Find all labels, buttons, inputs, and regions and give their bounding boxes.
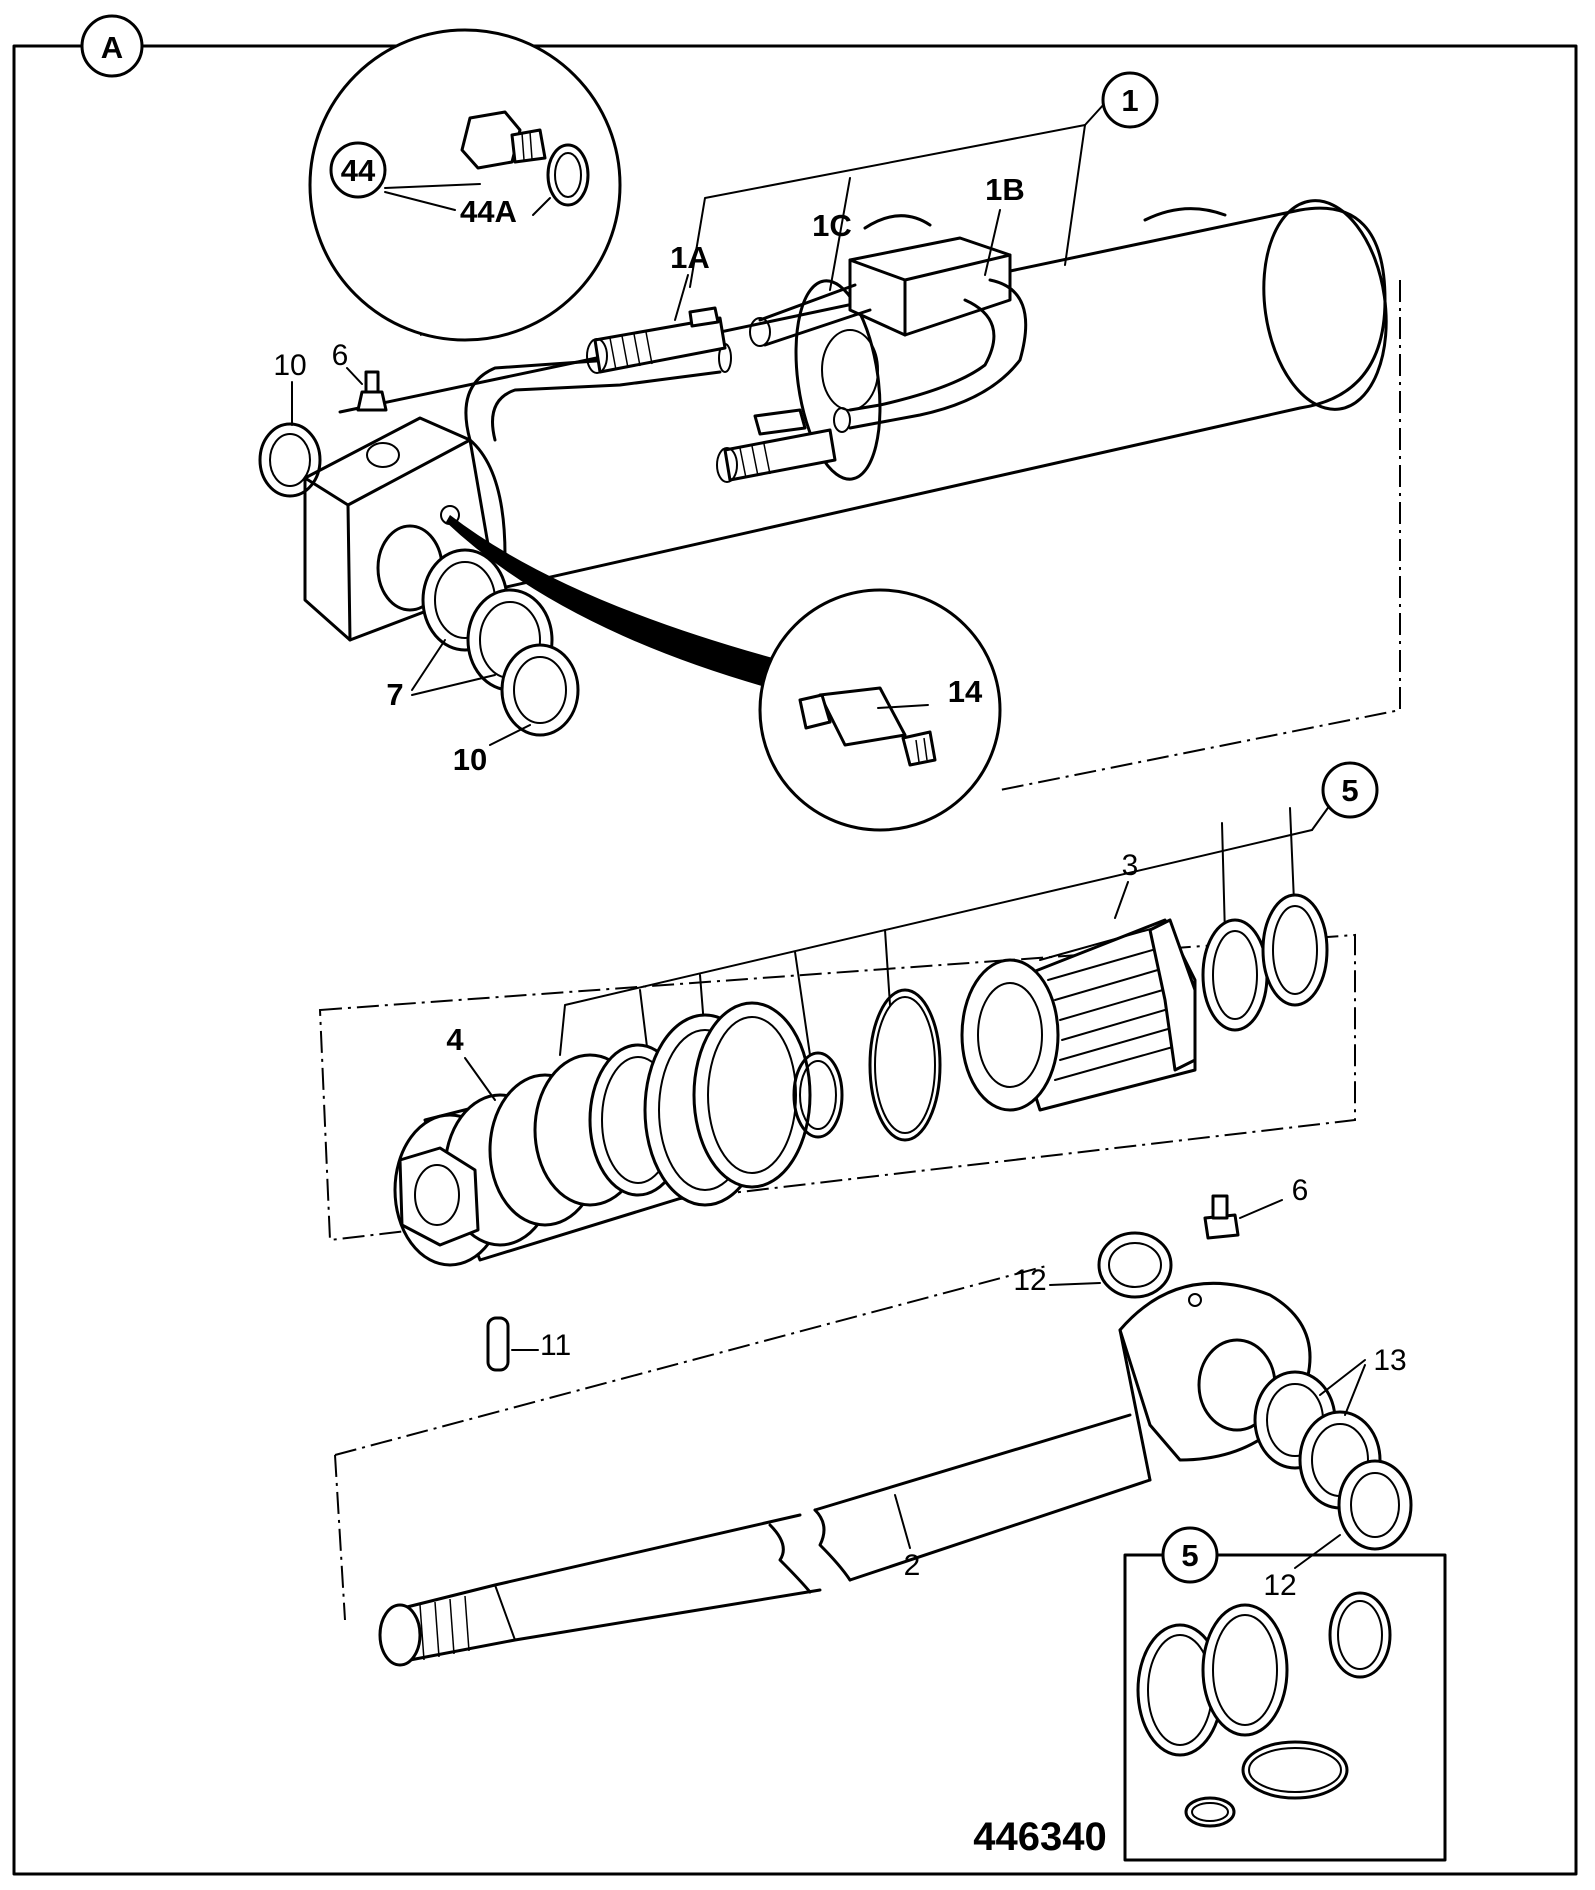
label-7: 7 xyxy=(386,677,403,712)
label-10a: 10 xyxy=(273,349,306,382)
label-11: 11 xyxy=(540,1329,571,1362)
label-12b: 12 xyxy=(1263,1569,1296,1602)
bushes-7: 7 10 xyxy=(386,548,580,777)
label-12a: 12 xyxy=(1013,1264,1046,1297)
label-4: 4 xyxy=(446,1022,464,1057)
detail-bubble-44: 44 44A xyxy=(308,28,622,342)
label-13: 13 xyxy=(1373,1344,1406,1377)
label-10b: 10 xyxy=(453,742,487,777)
label-1a: 1A xyxy=(670,240,710,275)
label-6b: 6 xyxy=(1292,1174,1309,1207)
hydraulic-pipes xyxy=(464,236,1028,483)
view-label: A xyxy=(101,30,123,65)
label-1c: 1C xyxy=(812,208,852,243)
view-badge: A xyxy=(80,14,144,78)
label-2: 2 xyxy=(904,1549,921,1582)
drawing-number: 446340 xyxy=(973,1815,1106,1859)
label-44: 44 xyxy=(341,153,376,188)
gland-3: 3 xyxy=(960,849,1329,1112)
housing-seals: 10 6 xyxy=(258,339,388,498)
kit-1-label: 1 xyxy=(1121,83,1138,118)
kit-5-label-inset: 5 xyxy=(1181,1538,1198,1573)
barrel-dashed-outline xyxy=(999,280,1401,791)
frame xyxy=(12,44,1578,1876)
dowel-11: 11 xyxy=(486,1316,571,1372)
label-6a: 6 xyxy=(332,339,349,372)
piston-dashed-outline xyxy=(318,933,1356,1242)
rod-dashed-outline xyxy=(334,1264,1051,1456)
label-1b: 1B xyxy=(985,172,1025,207)
kit-5-label-top: 5 xyxy=(1341,773,1358,808)
piston-seals xyxy=(588,988,942,1207)
label-44a: 44A xyxy=(460,194,517,229)
kit-1-bracket: 1 1A 1C 1B xyxy=(670,71,1159,321)
detail-bubble-14: 14 xyxy=(446,515,1002,832)
label-3: 3 xyxy=(1122,849,1139,882)
label-14: 14 xyxy=(948,674,983,709)
rod-eye-seals: 12 6 13 12 xyxy=(1013,1174,1413,1602)
seal-kit-inset: 5 xyxy=(1123,1526,1447,1862)
piston-rod-2: 2 xyxy=(378,1281,1312,1667)
